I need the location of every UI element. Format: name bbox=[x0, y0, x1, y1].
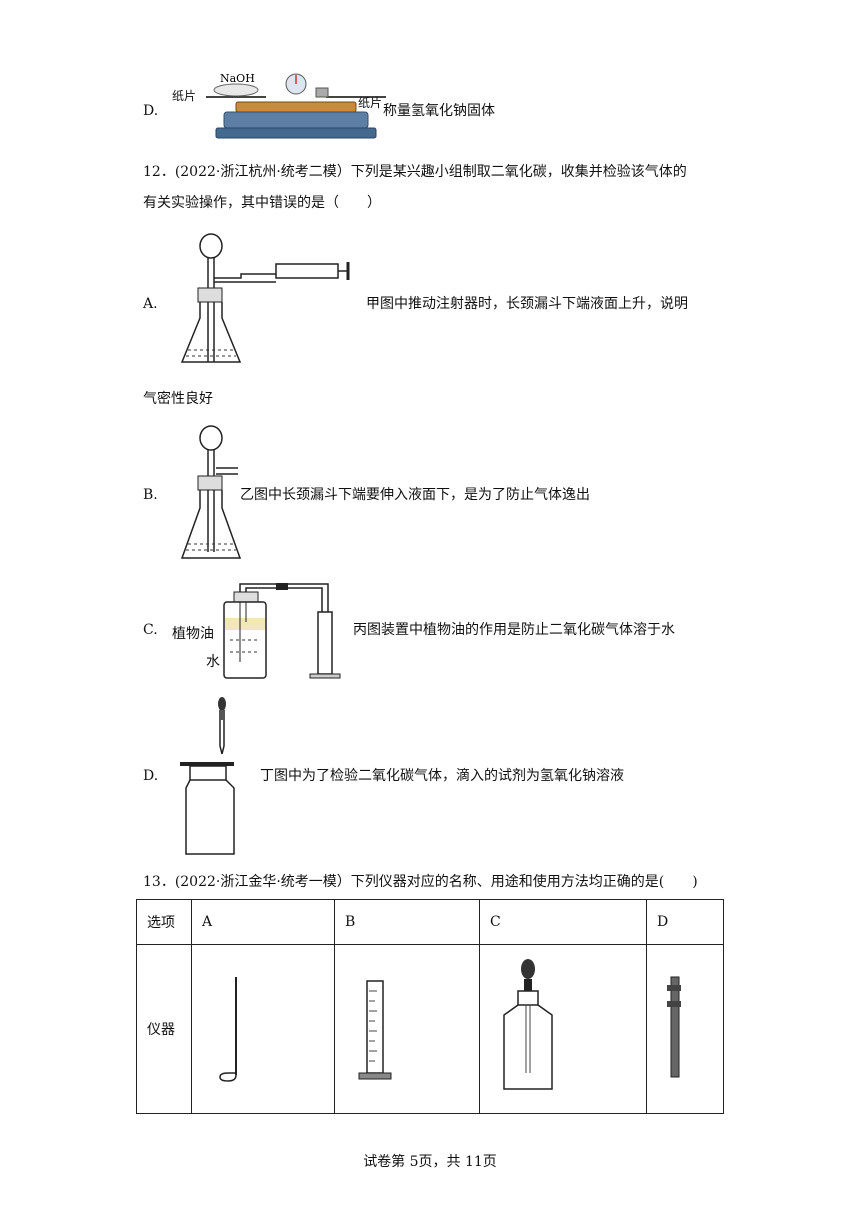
graduated-cylinder-icon bbox=[358, 980, 392, 1080]
table-header-row: 选项 A B C D bbox=[136, 899, 724, 945]
dropper-bottle-icon bbox=[180, 697, 235, 855]
flask-syringe-apparatus-icon bbox=[180, 233, 350, 363]
q11-option-d-text: 称量氢氧化钠固体 bbox=[383, 103, 495, 119]
q12-option-a-text-line2: 气密性良好 bbox=[143, 391, 213, 407]
flask-funnel-apparatus-icon bbox=[180, 425, 242, 559]
header-cell-c: C bbox=[479, 899, 647, 945]
naoh-label: NaOH bbox=[220, 72, 255, 85]
q12-option-d-text: 丁图中为了检验二氧化碳气体，滴入的试剂为氢氧化钠溶液 bbox=[260, 768, 624, 784]
q12-option-c-letter: C. bbox=[143, 622, 158, 638]
row-label-instrument: 仪器 bbox=[136, 944, 192, 1114]
q12-option-a-text-line1: 甲图中推动注射器时，长颈漏斗下端液面上升，说明 bbox=[366, 296, 688, 312]
label-vegetable-oil: 植物油 bbox=[172, 626, 214, 642]
test-tube-holder-icon bbox=[667, 976, 681, 1078]
balance-scale-icon: NaOH bbox=[206, 72, 386, 139]
medicine-spoon-icon bbox=[219, 977, 237, 1082]
q12-option-c-text: 丙图装置中植物油的作用是防止二氧化碳气体溶于水 bbox=[353, 622, 675, 638]
q12-stem-line1: 12．(2022·浙江杭州·统考二模）下列是某兴趣小组制取二氧化碳，收集并检验该… bbox=[143, 164, 687, 180]
page-footer: 试卷第 5页，共 11页 bbox=[363, 1154, 497, 1170]
q12-stem-line2: 有关实验操作，其中错误的是（ ） bbox=[143, 195, 381, 211]
header-cell-a: A bbox=[191, 899, 335, 945]
cell-d-test-tube-holder bbox=[646, 944, 724, 1114]
header-cell-option: 选项 bbox=[136, 899, 192, 945]
header-cell-d: D bbox=[646, 899, 724, 945]
cell-a-drug-spoon bbox=[191, 944, 335, 1114]
q13-stem: 13．(2022·浙江金华·统考一模）下列仪器对应的名称、用途和使用方法均正确的… bbox=[143, 874, 698, 890]
cell-c-dropper-bottle bbox=[479, 944, 647, 1114]
q12-option-d-letter: D. bbox=[143, 768, 159, 784]
paper-label-left: 纸片 bbox=[172, 89, 197, 103]
q12-option-b-letter: B. bbox=[143, 487, 158, 503]
q13-instrument-table: 选项 A B C D 仪器 bbox=[136, 899, 724, 1114]
table-row: 仪器 bbox=[136, 944, 724, 1114]
q12-option-b-text: 乙图中长颈漏斗下端要伸入液面下，是为了防止气体逸出 bbox=[240, 487, 590, 503]
gas-collection-apparatus-icon bbox=[223, 583, 341, 679]
label-water: 水 bbox=[206, 654, 220, 670]
header-cell-b: B bbox=[334, 899, 480, 945]
cell-b-graduated-cylinder bbox=[334, 944, 480, 1114]
dropping-bottle-icon bbox=[503, 959, 553, 1090]
paper-label-right: 纸片 bbox=[358, 96, 383, 110]
q12-option-a-letter: A. bbox=[143, 296, 158, 312]
q11-option-d-letter: D. bbox=[143, 103, 159, 119]
